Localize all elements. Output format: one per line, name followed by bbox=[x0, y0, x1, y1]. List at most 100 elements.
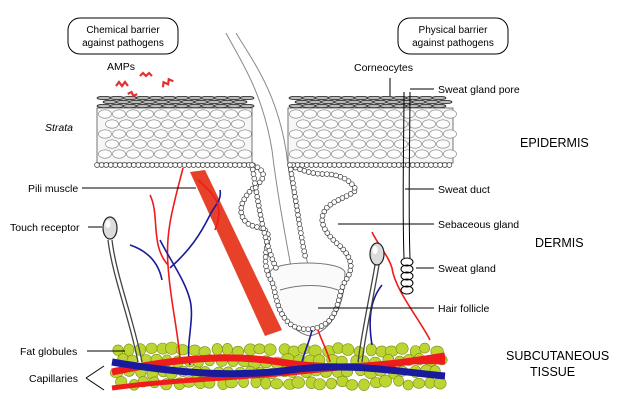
membrane-bead bbox=[410, 163, 415, 168]
membrane-bead bbox=[348, 264, 353, 269]
corneocyte bbox=[123, 96, 137, 99]
membrane-bead bbox=[304, 163, 309, 168]
membrane-bead bbox=[177, 163, 182, 168]
amp-molecules bbox=[116, 73, 173, 97]
corneocyte bbox=[360, 100, 374, 103]
membrane-bead bbox=[173, 163, 178, 168]
membrane-bead bbox=[182, 163, 187, 168]
epidermal-cell bbox=[99, 130, 112, 138]
corneocyte bbox=[302, 104, 316, 107]
epidermal-cell bbox=[155, 150, 168, 158]
membrane-bead bbox=[258, 213, 263, 218]
membrane-bead bbox=[233, 163, 238, 168]
epidermal-cell bbox=[127, 150, 140, 158]
membrane-bead bbox=[256, 203, 261, 208]
epidermal-cell bbox=[99, 110, 112, 118]
epidermal-cell bbox=[127, 110, 140, 118]
epidermal-cell bbox=[444, 130, 457, 138]
epidermal-cell bbox=[211, 130, 224, 138]
epidermal-cell bbox=[346, 150, 359, 158]
membrane-bead bbox=[303, 253, 308, 258]
corneocyte bbox=[347, 100, 361, 103]
epidermal-cell bbox=[225, 150, 238, 158]
fat-globules-label: Fat globules bbox=[20, 346, 77, 358]
epidermal-cell bbox=[197, 130, 210, 138]
membrane-bead bbox=[334, 173, 339, 178]
membrane-bead bbox=[336, 298, 341, 303]
membrane-bead bbox=[237, 163, 242, 168]
subcutaneous-layer-label-line2: TISSUE bbox=[530, 365, 575, 379]
epidermal-cell bbox=[169, 150, 182, 158]
chemical-barrier-line1: Chemical barrier bbox=[86, 25, 160, 36]
epidermal-cell bbox=[332, 110, 345, 118]
corneocyte bbox=[149, 96, 163, 99]
membrane-bead bbox=[355, 163, 360, 168]
corneocyte bbox=[220, 100, 234, 103]
membrane-bead bbox=[318, 163, 323, 168]
membrane-bead bbox=[314, 163, 319, 168]
membrane-bead bbox=[438, 163, 443, 168]
epidermal-cell bbox=[388, 130, 401, 138]
epidermal-cell bbox=[304, 150, 317, 158]
corneocyte bbox=[168, 100, 182, 103]
corneocyte bbox=[240, 104, 254, 107]
membrane-bead bbox=[214, 163, 219, 168]
membrane-bead bbox=[288, 167, 293, 172]
epidermal-cell bbox=[430, 110, 443, 118]
corneocyte bbox=[194, 100, 208, 103]
membrane-bead bbox=[309, 163, 314, 168]
membrane-bead bbox=[302, 249, 307, 254]
physical-barrier-line2: against pathogens bbox=[412, 38, 494, 49]
fat-globule bbox=[366, 344, 376, 356]
corneocyte bbox=[233, 100, 247, 103]
fat-globule bbox=[264, 344, 276, 356]
corneocyte bbox=[155, 100, 169, 103]
membrane-bead bbox=[255, 225, 260, 230]
epidermal-cell bbox=[211, 150, 224, 158]
membrane-bead bbox=[306, 170, 311, 175]
epidermal-cell bbox=[197, 110, 210, 118]
membrane-bead bbox=[325, 172, 330, 177]
membrane-bead bbox=[346, 163, 351, 168]
epidermal-cell bbox=[416, 110, 429, 118]
membrane-bead bbox=[293, 194, 298, 199]
membrane-bead bbox=[263, 255, 268, 260]
epidermal-cell bbox=[232, 140, 245, 148]
corneocyte bbox=[175, 104, 189, 107]
membrane-bead bbox=[250, 167, 255, 172]
membrane-bead bbox=[294, 204, 299, 209]
membrane-bead bbox=[315, 171, 320, 176]
sebaceous-gland-label: Sebaceous gland bbox=[438, 219, 519, 231]
membrane-bead bbox=[329, 172, 334, 177]
corneocyte bbox=[315, 96, 329, 99]
epidermal-cell bbox=[416, 150, 429, 158]
corneocyte bbox=[142, 100, 156, 103]
membrane-bead bbox=[337, 163, 342, 168]
membrane-bead bbox=[289, 172, 294, 177]
corneocyte bbox=[432, 104, 446, 107]
corneocyte bbox=[432, 96, 446, 99]
epidermal-cell bbox=[332, 150, 345, 158]
membrane-bead bbox=[291, 181, 296, 186]
membrane-bead bbox=[419, 163, 424, 168]
corneocyte bbox=[175, 96, 189, 99]
epidermal-cell bbox=[367, 120, 380, 128]
membrane-bead bbox=[341, 163, 346, 168]
membrane-bead bbox=[327, 163, 332, 168]
capillaries-label: Capillaries bbox=[29, 373, 78, 385]
corneocyte bbox=[380, 104, 394, 107]
epidermal-cell bbox=[437, 120, 450, 128]
fat-globule bbox=[189, 345, 201, 356]
epidermal-cell bbox=[360, 150, 373, 158]
epidermal-cell bbox=[423, 120, 436, 128]
corneocyte bbox=[354, 96, 368, 99]
membrane-bead bbox=[337, 293, 342, 298]
epidermal-cell bbox=[346, 110, 359, 118]
epidermal-cell bbox=[148, 120, 161, 128]
fat-globule bbox=[425, 377, 435, 388]
epidermal-cell bbox=[183, 130, 196, 138]
epidermal-cell bbox=[225, 110, 238, 118]
epidermal-cell bbox=[120, 120, 133, 128]
chemical-barrier-line2: against pathogens bbox=[82, 38, 164, 49]
sweat-duct-label: Sweat duct bbox=[438, 184, 490, 196]
